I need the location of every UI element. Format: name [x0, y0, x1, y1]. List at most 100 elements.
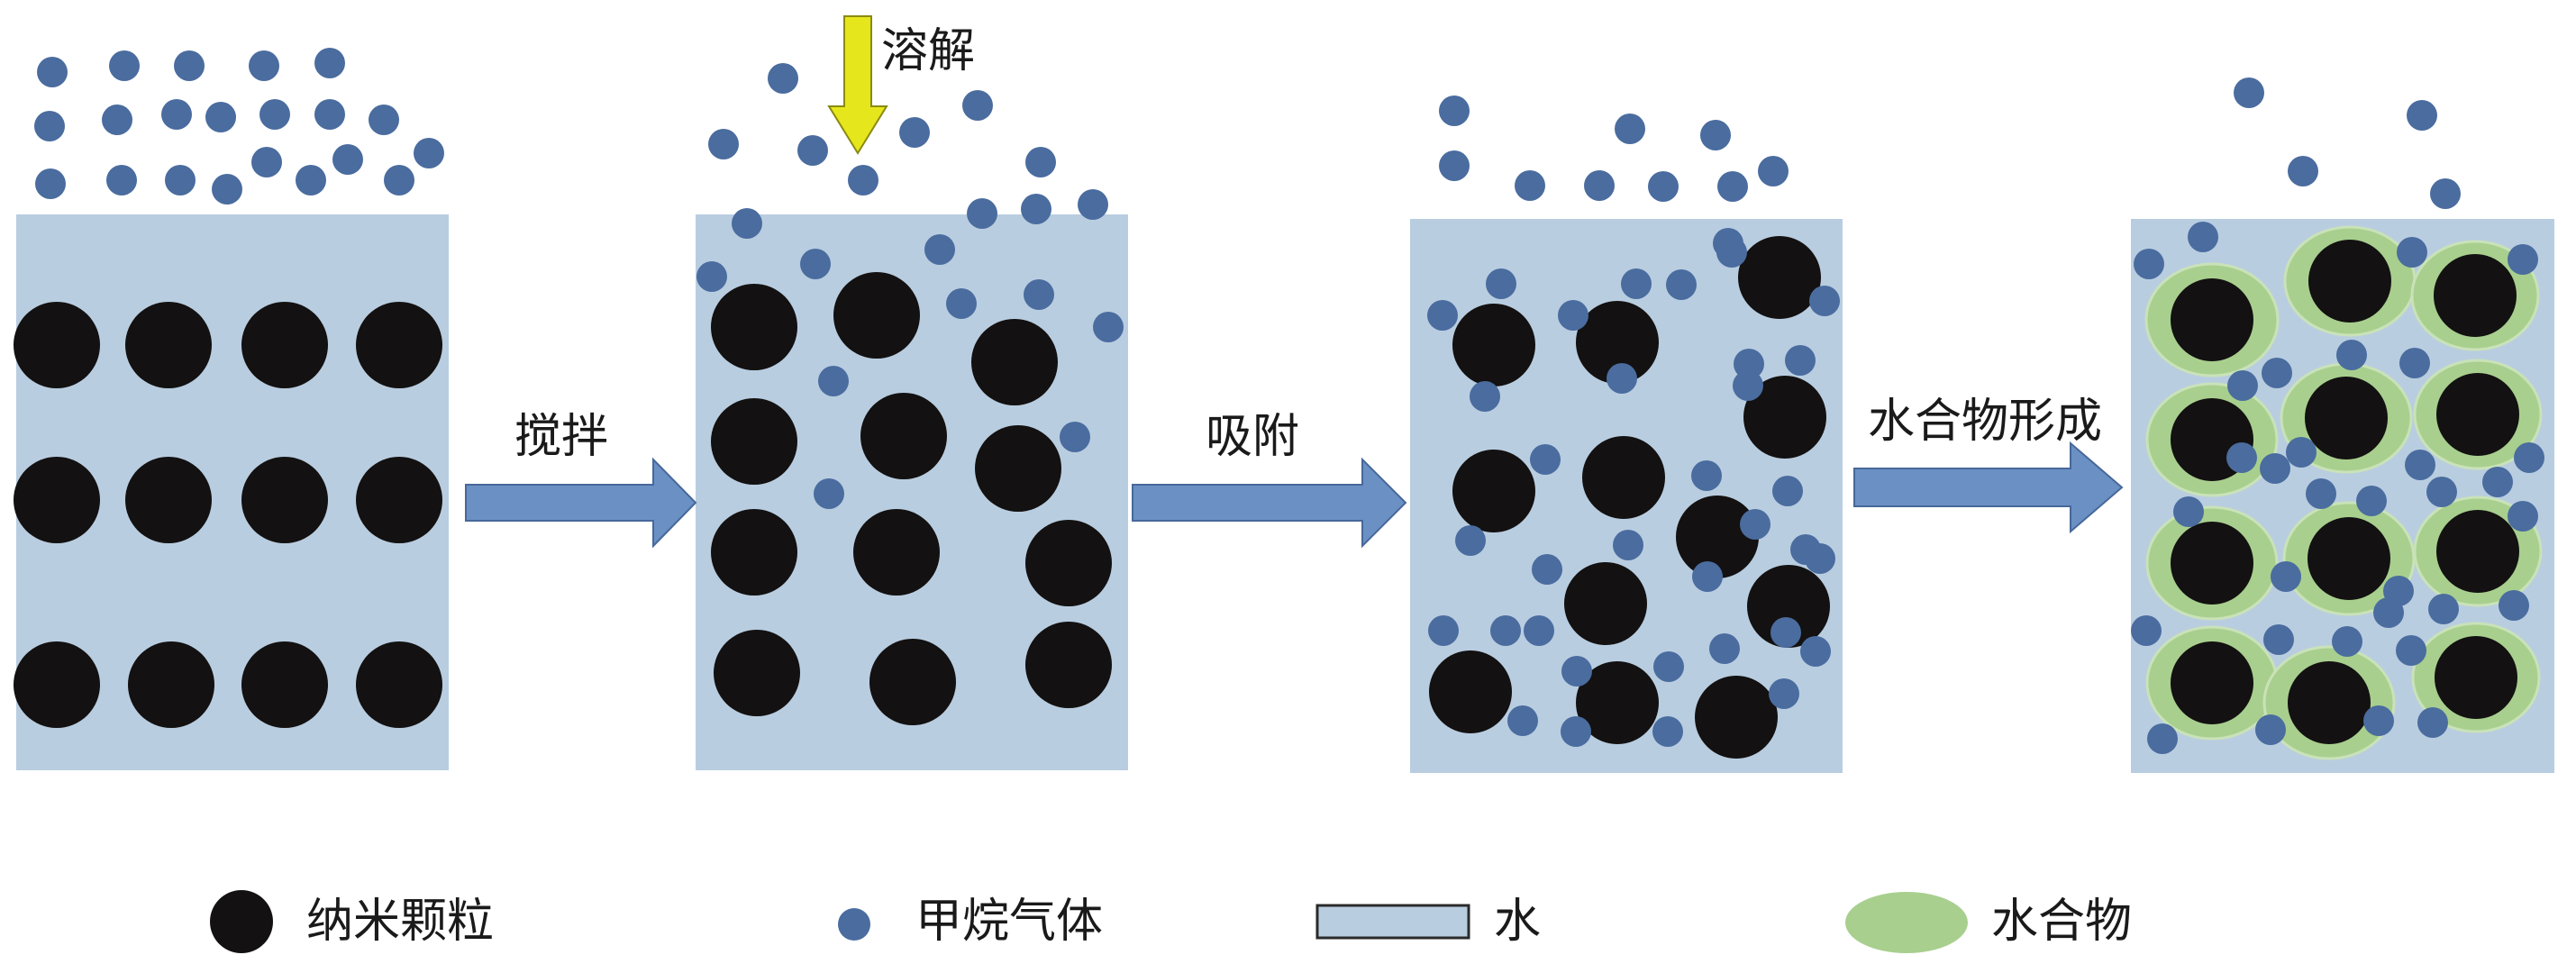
methane-molecule [1530, 444, 1561, 475]
methane-molecule [2405, 450, 2435, 480]
nanoparticle [711, 284, 797, 370]
legend-water-symbol [1317, 905, 1469, 938]
methane-molecule [1490, 615, 1521, 646]
methane-molecule [2428, 594, 2459, 624]
nanoparticle [869, 639, 956, 725]
methane-molecule [174, 50, 205, 81]
methane-molecule [946, 288, 977, 319]
nanoparticle [2307, 517, 2390, 600]
methane-molecule [1613, 530, 1643, 560]
methane-molecule [1653, 651, 1684, 682]
methane-molecule [1700, 120, 1731, 150]
dissolve-arrow [829, 16, 887, 153]
methane-molecule [2131, 615, 2162, 646]
nanoparticle [241, 457, 328, 543]
nanoparticle [1695, 676, 1778, 759]
methane-molecule [1532, 554, 1562, 585]
methane-molecule [2426, 477, 2457, 507]
methane-molecule [314, 99, 345, 130]
methane-molecule [2134, 249, 2164, 279]
methane-molecule [1439, 95, 1470, 126]
nanoparticle [241, 641, 328, 728]
methane-molecule [1515, 170, 1545, 201]
nanoparticle [14, 457, 100, 543]
methane-molecule [165, 165, 196, 196]
methane-molecule [35, 168, 66, 199]
methane-molecule [899, 117, 930, 148]
nanoparticle [125, 302, 212, 388]
nanoparticle [2436, 510, 2519, 593]
methane-molecule [314, 48, 345, 78]
methane-molecule [1691, 460, 1722, 491]
methane-molecule [1692, 561, 1723, 592]
methane-molecule [2188, 222, 2218, 252]
adsorb-arrow [1133, 459, 1406, 546]
nanoparticle [853, 509, 940, 596]
methane-molecule [1733, 370, 1763, 401]
methane-molecule [205, 102, 236, 132]
methane-molecule [848, 165, 878, 196]
methane-molecule [1427, 300, 1458, 331]
legend-gas-symbol [838, 908, 870, 941]
nanoparticle [1452, 450, 1535, 532]
methane-molecule [1507, 705, 1538, 736]
methane-molecule [800, 249, 831, 279]
methane-molecule [1770, 617, 1801, 648]
methane-molecule [1717, 171, 1748, 202]
methane-molecule [2306, 478, 2336, 509]
gas-stage-1 [34, 48, 444, 205]
nanoparticle [356, 457, 442, 543]
nanoparticle [1564, 562, 1647, 645]
methane-molecule [1615, 114, 1645, 144]
methane-molecule [2260, 453, 2290, 484]
methane-molecule [2383, 576, 2414, 606]
nanoparticle [2305, 377, 2388, 459]
nanoparticle [2435, 636, 2517, 719]
methane-molecule [2336, 340, 2367, 370]
methane-molecule [1024, 279, 1054, 310]
nanoparticle [14, 302, 100, 388]
methane-molecule [1769, 678, 1799, 709]
nanoparticle [711, 509, 797, 596]
methane-molecule [2508, 501, 2538, 532]
methane-molecule [732, 208, 762, 239]
methane-molecule [1805, 543, 1835, 574]
methane-molecule [259, 99, 290, 130]
methane-molecule [1558, 300, 1588, 331]
methane-molecule [1800, 636, 1831, 667]
nanoparticle [714, 630, 800, 716]
stage-3 [1410, 95, 1843, 773]
methane-molecule [1713, 228, 1743, 259]
methane-molecule [768, 63, 798, 94]
legend-particle-label: 纳米颗粒 [306, 895, 494, 949]
methane-molecule [2332, 626, 2362, 657]
methane-molecule [2499, 590, 2529, 621]
hydrate-formation-label: 水合物形成 [1868, 395, 2102, 449]
methane-molecule [2271, 561, 2301, 592]
nanoparticle [125, 457, 212, 543]
methane-molecule [2263, 624, 2294, 655]
stage-2 [696, 63, 1128, 770]
step-arrow-hydrate-formation: 水合物形成 [1854, 395, 2122, 532]
legend-hydrate-symbol [1845, 892, 1968, 953]
methane-molecule [2363, 705, 2394, 736]
legend-water-label: 水 [1494, 895, 1541, 949]
methane-molecule [1666, 269, 1697, 300]
methane-molecule [962, 90, 993, 121]
methane-molecule [37, 57, 68, 87]
methane-molecule [251, 147, 282, 177]
methane-molecule [1060, 422, 1090, 452]
methane-molecule [1740, 509, 1770, 540]
nanoparticle [2434, 254, 2517, 337]
methane-molecule [2288, 156, 2318, 186]
methane-molecule [102, 105, 132, 135]
methane-molecule [1785, 345, 1816, 376]
nanoparticle [1025, 622, 1112, 708]
nanoparticle [2436, 373, 2519, 456]
methane-molecule [2482, 467, 2513, 497]
methane-molecule [1561, 656, 1592, 687]
nanoparticle [241, 302, 328, 388]
stir-arrow [466, 459, 696, 546]
nanoparticle [711, 398, 797, 485]
